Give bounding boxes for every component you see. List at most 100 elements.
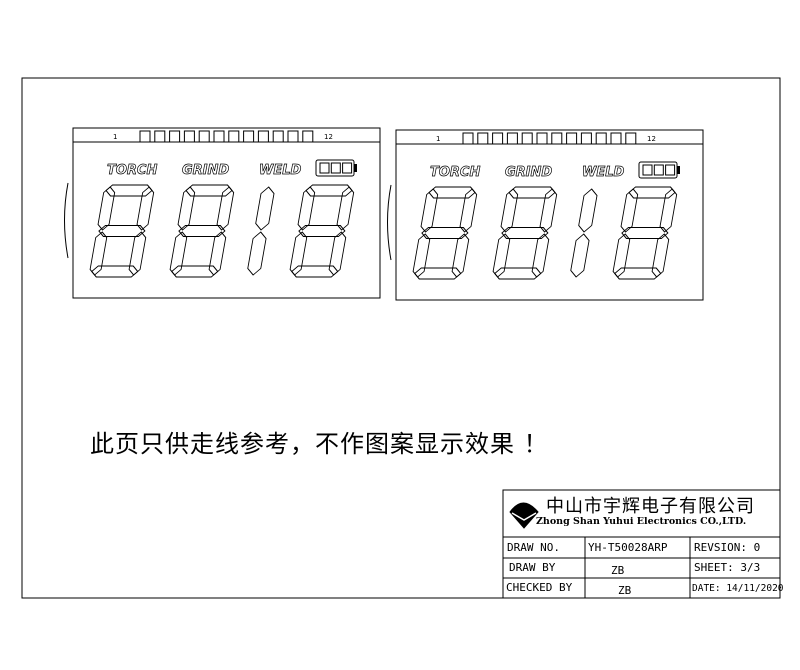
bar-segment	[566, 132, 578, 145]
bar-label-start: 1	[436, 135, 440, 143]
segment-b	[578, 188, 598, 233]
company-logo-icon	[509, 502, 539, 529]
company-name-cn: 中山市宇辉电子有限公司	[546, 496, 755, 517]
draw-by-label: DRAW BY	[509, 561, 556, 574]
bar-segment	[302, 130, 314, 143]
segment-b	[336, 186, 355, 231]
revision: REVSION: 0	[694, 541, 761, 554]
checked-by-label: CHECKED BY	[506, 581, 573, 594]
seven-segment-digit	[169, 184, 235, 278]
bar-segment	[257, 130, 269, 143]
date: DATE: 14/11/2020	[692, 583, 784, 594]
bar-segment	[477, 132, 489, 145]
segment-c	[328, 231, 347, 276]
segment-b	[659, 188, 678, 233]
segment-b	[539, 188, 558, 233]
bar-segment	[536, 132, 548, 145]
segment-c	[570, 233, 590, 278]
sheet: SHEET: 3/3	[694, 561, 761, 574]
segment-c	[651, 233, 670, 278]
segment-b	[136, 186, 155, 231]
segment-c	[451, 233, 470, 278]
segment-f	[500, 188, 519, 233]
bar-segment	[139, 130, 151, 143]
bar-segment	[610, 132, 622, 145]
segment-d	[614, 267, 662, 280]
company-name-en: Zhong Shan Yuhui Electronics CO.,LTD.	[536, 516, 747, 527]
bar-segment	[169, 130, 181, 143]
segment-c	[128, 231, 147, 276]
drawing-border	[21, 77, 781, 599]
segment-f	[620, 188, 639, 233]
segment-e	[289, 231, 308, 276]
seven-segment-digit	[247, 186, 275, 276]
segment-b	[255, 186, 275, 231]
title-block	[502, 489, 781, 599]
bar-segment	[154, 130, 166, 143]
segment-a	[508, 186, 556, 199]
seven-segment-digit	[412, 186, 478, 280]
bar-segment	[272, 130, 284, 143]
segment-d	[414, 267, 462, 280]
segment-e	[89, 231, 108, 276]
segment-b	[216, 186, 235, 231]
segment-c	[531, 233, 550, 278]
segment-a	[105, 184, 153, 197]
draw-no-value: YH-T50028ARP	[588, 541, 668, 554]
bar-segment	[580, 132, 592, 145]
bar-segment	[462, 132, 474, 145]
segment-e	[169, 231, 188, 276]
segment-g	[98, 225, 146, 237]
bar-segment	[198, 130, 210, 143]
side-bulge	[387, 184, 392, 261]
segment-g	[421, 227, 469, 239]
lcd-outline	[72, 127, 381, 299]
bar-label-start: 1	[113, 133, 117, 141]
segment-g	[298, 225, 346, 237]
battery-icon	[638, 161, 680, 179]
segment-c	[247, 231, 267, 276]
seven-segment-digit	[89, 184, 155, 278]
seven-segment-digit	[612, 186, 678, 280]
mode-label-torch: TORCH	[430, 165, 480, 180]
bar-segment	[243, 130, 255, 143]
lcd-outline	[395, 129, 704, 301]
mode-label-torch: TORCH	[107, 163, 157, 178]
mode-label-grind: GRIND	[182, 163, 229, 178]
segment-e	[412, 233, 431, 278]
bar-segment	[492, 132, 504, 145]
segment-e	[612, 233, 631, 278]
mode-label-grind: GRIND	[505, 165, 552, 180]
segment-c	[208, 231, 227, 276]
mode-label-weld: WELD	[259, 163, 302, 178]
segment-f	[97, 186, 116, 231]
bar-label-end: 12	[324, 133, 333, 141]
segment-b	[459, 188, 478, 233]
bar-label-end: 12	[647, 135, 656, 143]
bar-segment	[287, 130, 299, 143]
segment-a	[305, 184, 353, 197]
segment-a	[185, 184, 233, 197]
seven-segment-digit	[570, 188, 598, 278]
segment-g	[178, 225, 226, 237]
segment-e	[492, 233, 511, 278]
segment-g	[621, 227, 669, 239]
bar-segment	[595, 132, 607, 145]
segment-g	[501, 227, 549, 239]
bar-segment	[228, 130, 240, 143]
bar-segment	[551, 132, 563, 145]
bar-segment	[506, 132, 518, 145]
checked-by-value: ZB	[618, 584, 632, 597]
segment-d	[91, 265, 139, 278]
mode-label-weld: WELD	[582, 165, 625, 180]
bar-segment	[521, 132, 533, 145]
segment-f	[297, 186, 316, 231]
segment-f	[177, 186, 196, 231]
segment-f	[420, 188, 439, 233]
draw-no-label: DRAW NO.	[507, 541, 560, 554]
seven-segment-digit	[492, 186, 558, 280]
segment-a	[428, 186, 476, 199]
